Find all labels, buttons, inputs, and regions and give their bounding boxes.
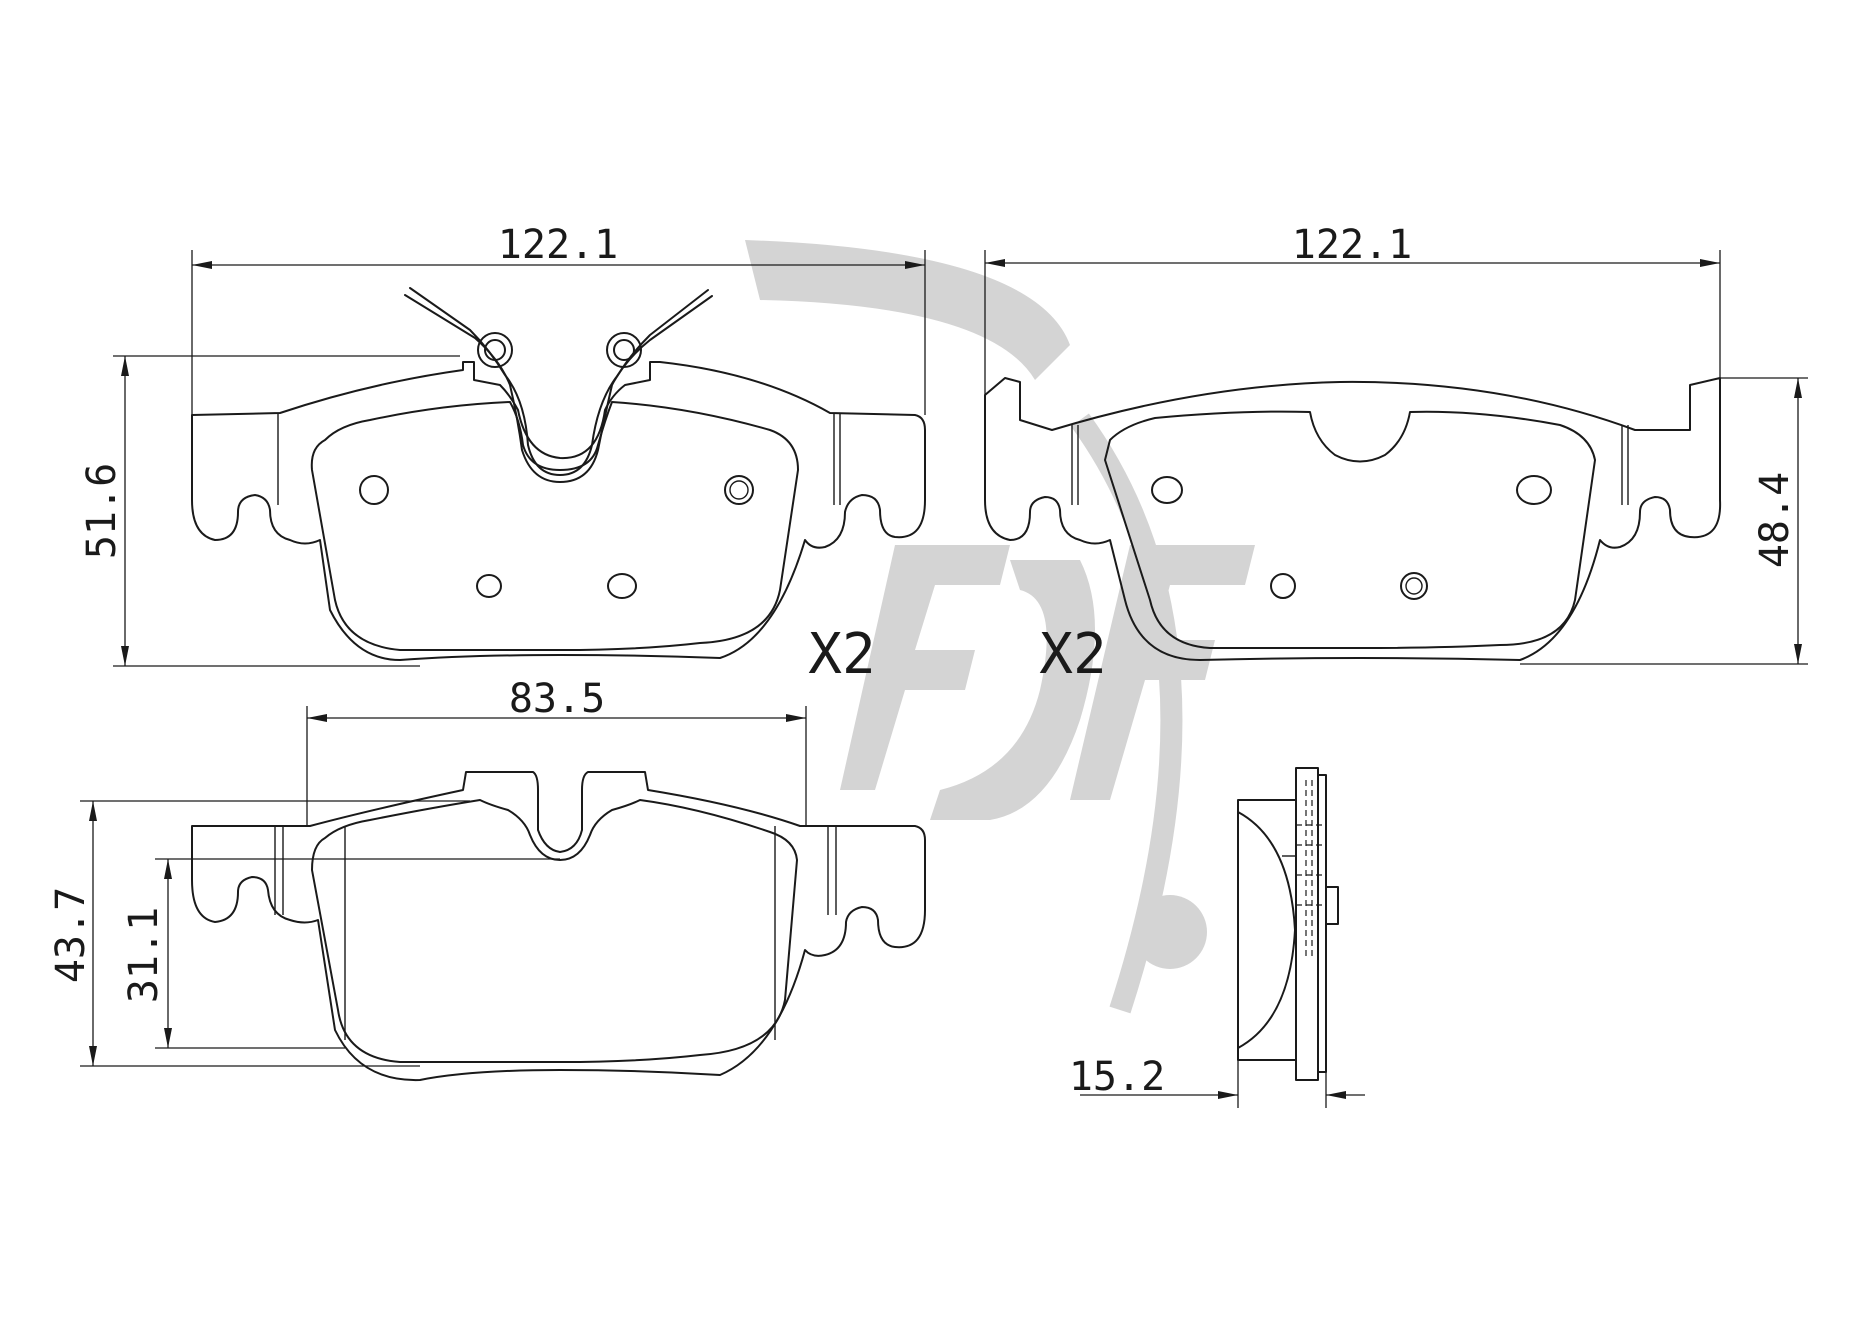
side-shim <box>1317 774 1327 1073</box>
spring-coil <box>484 339 506 361</box>
mounting-hole <box>1400 572 1428 600</box>
mounting-hole <box>1516 475 1552 505</box>
bottom-pad <box>191 771 926 1082</box>
top-right-backplate <box>984 377 1722 661</box>
side-backplate <box>1295 767 1319 1081</box>
dimension-side-thickness: 15.2 <box>1069 1054 1365 1108</box>
mounting-hole <box>729 480 749 500</box>
side-friction-curve <box>1237 811 1296 1049</box>
side-clip <box>1325 886 1339 925</box>
dimension-label: 43.7 <box>48 887 94 983</box>
dimension-top-left-height: 51.6 <box>79 355 460 667</box>
top-left-pad <box>191 287 926 661</box>
bottom-friction-material <box>311 799 798 1064</box>
dimension-bottom-width: 83.5 <box>306 676 807 826</box>
dimension-label: 51.6 <box>79 463 125 559</box>
watermark-letters <box>840 545 1255 820</box>
watermark-arc <box>745 240 1070 380</box>
dimension-top-left-width: 122.1 <box>191 222 926 415</box>
quantity-label-left: X2 <box>808 622 875 687</box>
dimension-label: 122.1 <box>1292 222 1412 268</box>
spring-clip <box>404 294 713 483</box>
top-right-friction-material <box>1104 410 1596 650</box>
dimension-label: 48.4 <box>1752 472 1798 568</box>
spring-coil <box>606 332 642 368</box>
side-friction-block <box>1237 799 1297 1061</box>
quantity-label-right: X2 <box>1039 622 1106 687</box>
spring-coil <box>477 332 513 368</box>
top-right-pad <box>984 377 1722 661</box>
mounting-hole <box>1270 573 1296 599</box>
watermark-dot <box>1133 895 1207 969</box>
mounting-hole <box>1405 577 1423 595</box>
top-left-backplate <box>191 361 926 661</box>
spring-clip <box>409 287 709 476</box>
dimension-label: 122.1 <box>498 222 618 268</box>
mounting-hole <box>724 475 754 505</box>
side-view <box>1237 767 1339 1081</box>
top-left-friction-material <box>310 401 799 652</box>
dimension-bottom-height-inner: 31.1 <box>121 858 560 1049</box>
mounting-hole <box>476 574 502 598</box>
dimension-label: 15.2 <box>1069 1054 1165 1100</box>
mounting-hole <box>1151 476 1183 504</box>
dimension-bottom-height-outer: 43.7 <box>48 800 470 1067</box>
dimension-top-right-width: 122.1 <box>984 222 1721 395</box>
dimension-top-right-height: 48.4 <box>1520 377 1808 665</box>
watermark-logo <box>745 240 1255 1014</box>
mounting-hole <box>359 475 389 505</box>
dimension-label: 83.5 <box>509 676 605 722</box>
bottom-backplate <box>191 771 926 1082</box>
spring-coil <box>613 339 635 361</box>
dimension-label: 31.1 <box>121 907 167 1003</box>
mounting-hole <box>607 573 637 599</box>
